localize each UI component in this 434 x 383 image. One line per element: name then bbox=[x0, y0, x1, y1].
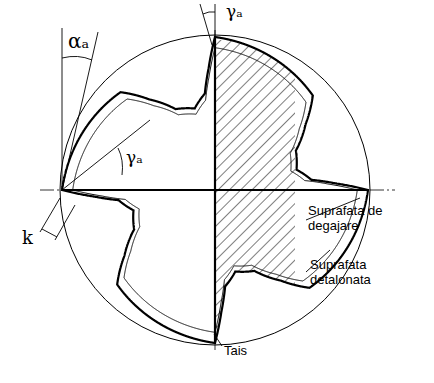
angle-label: γₐ bbox=[126, 148, 143, 168]
angle-label: αₐ bbox=[68, 30, 89, 53]
rake-line bbox=[200, 4, 212, 45]
axis-line bbox=[40, 190, 395, 191]
tangent-line bbox=[62, 32, 98, 190]
leader-line bbox=[214, 334, 222, 346]
angle-arc bbox=[203, 12, 215, 14]
dimension-line bbox=[40, 198, 60, 232]
part-label: Tais bbox=[224, 344, 247, 359]
axis-line bbox=[215, 30, 216, 350]
angle-arc bbox=[62, 56, 92, 60]
angle-label: γₐ bbox=[226, 2, 243, 22]
part-label: Suprafata de degajare bbox=[308, 204, 428, 234]
reference-line bbox=[215, 4, 216, 40]
reference-line bbox=[62, 28, 63, 190]
angle-label: k bbox=[22, 228, 33, 249]
rake-line bbox=[62, 120, 150, 190]
dimension-line bbox=[55, 205, 75, 240]
part-label: Suprafata detalonata bbox=[310, 258, 410, 288]
angle-arc bbox=[118, 148, 123, 175]
dimension-line bbox=[42, 229, 57, 237]
